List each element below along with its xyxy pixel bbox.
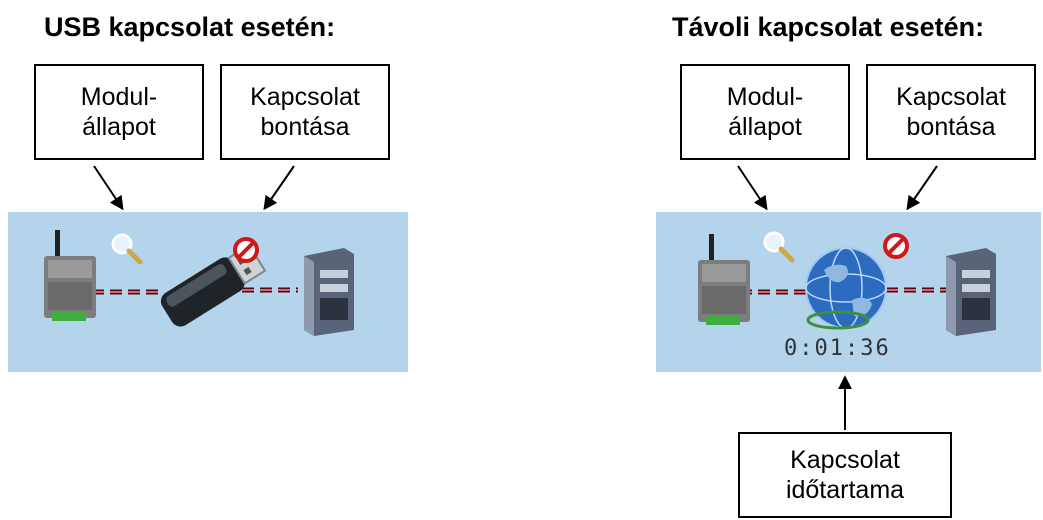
callout-line: állapot xyxy=(82,113,156,141)
callout-line: időtartama xyxy=(785,476,905,504)
arrow-remote-module xyxy=(737,165,768,211)
remote-connection-panel: 0:01:36 xyxy=(656,212,1041,372)
callout-line: Kapcsolat xyxy=(790,446,900,474)
remote-module-status-callout: Modul- állapot xyxy=(680,64,850,160)
magnifier-icon[interactable] xyxy=(111,233,143,265)
remote-disconnect-callout: Kapcsolat bontása xyxy=(866,64,1036,160)
usb-heading: USB kapcsolat esetén: xyxy=(44,12,336,42)
callout-line: állapot xyxy=(728,113,802,141)
remote-duration-callout: Kapcsolat időtartama xyxy=(738,432,952,518)
callout-line: bontása xyxy=(260,113,350,141)
arrow-usb-disconnect xyxy=(263,165,295,211)
magnifier-icon[interactable] xyxy=(763,231,795,263)
arrow-usb-module xyxy=(93,165,124,211)
callout-line: bontása xyxy=(906,113,996,141)
computer-tower-icon[interactable] xyxy=(304,248,354,336)
globe-icon[interactable] xyxy=(805,247,887,330)
usb-disconnect-callout: Kapcsolat bontása xyxy=(220,64,390,160)
callout-line: Modul- xyxy=(726,83,804,111)
remote-heading: Távoli kapcsolat esetén: xyxy=(672,12,985,42)
callout-line: Modul- xyxy=(80,83,158,111)
usb-connection-panel xyxy=(8,212,408,372)
computer-tower-icon[interactable] xyxy=(946,248,996,336)
usb-module-status-callout: Modul- állapot xyxy=(34,64,204,160)
no-entry-icon[interactable] xyxy=(883,233,909,259)
gsm-module-icon[interactable] xyxy=(44,230,96,321)
callout-line: Kapcsolat xyxy=(896,83,1006,111)
connection-timer: 0:01:36 xyxy=(784,336,891,361)
arrow-remote-disconnect xyxy=(906,165,938,211)
callout-line: Kapcsolat xyxy=(250,83,360,111)
no-entry-icon[interactable] xyxy=(233,237,259,263)
gsm-module-icon[interactable] xyxy=(698,234,750,325)
